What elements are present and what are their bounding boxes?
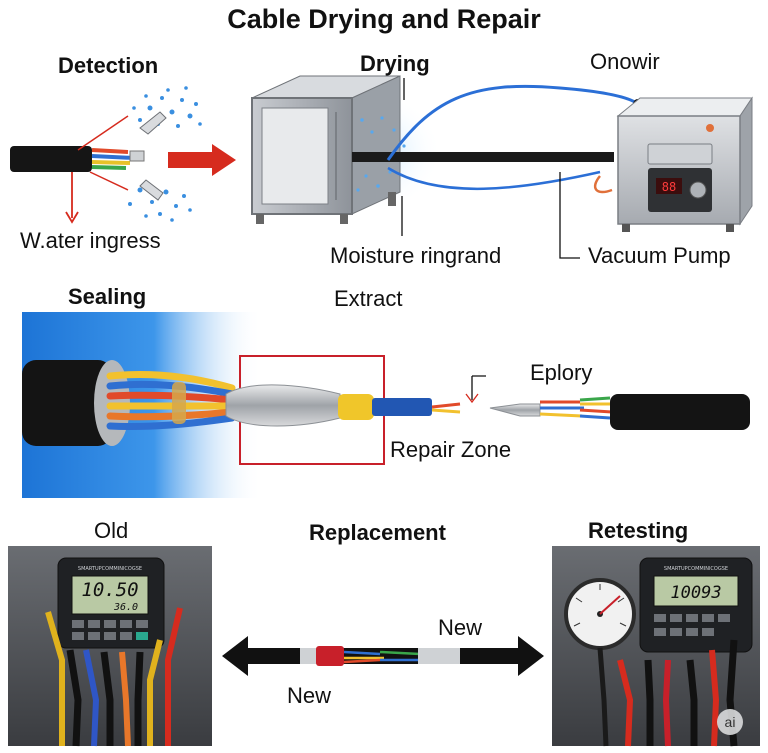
blue-insulation xyxy=(372,398,432,416)
sealed-cable-jacket xyxy=(22,360,112,446)
water-droplets-bottom xyxy=(128,187,192,222)
label-moisture: Moisture ringrand xyxy=(330,243,502,268)
label-old: Old xyxy=(94,518,129,543)
meter-left-header: SMARTUPCOMMINICOGSE xyxy=(78,566,142,572)
drying-chamber-illustration xyxy=(251,75,643,259)
label-onowir: Onowir xyxy=(590,49,660,74)
meter-left-reading-top: 10.50 xyxy=(81,579,138,601)
label-sealing: Sealing xyxy=(68,284,147,309)
probe-bottom-icon xyxy=(139,179,164,201)
sealing-illustration xyxy=(22,312,750,498)
label-water-ingress: W.ater ingress xyxy=(20,228,161,253)
label-repair-zone: Repair Zone xyxy=(390,437,512,462)
label-eplory: Eplory xyxy=(530,360,593,385)
meter-right-reading: 10093 xyxy=(670,583,721,603)
ai-badge-text: ai xyxy=(725,714,736,730)
splice-sleeve xyxy=(225,384,341,427)
retest-photo xyxy=(552,546,760,747)
meter-right-header: SMARTUPCOMMINICOGSE xyxy=(664,566,728,572)
water-droplets-top xyxy=(132,86,202,128)
double-arrow-icon xyxy=(222,636,544,676)
label-new-top: New xyxy=(438,615,483,640)
label-replacement: Replacement xyxy=(309,520,446,545)
vacuum-pump-illustration xyxy=(616,96,753,232)
drying-cable xyxy=(352,152,614,162)
label-retesting: Retesting xyxy=(588,518,689,543)
detection-illustration xyxy=(10,86,236,224)
label-detection: Detection xyxy=(58,53,159,78)
label-extract: Extract xyxy=(334,286,403,311)
meter-left-reading-bottom: 36.0 xyxy=(113,602,138,613)
replacement-illustration xyxy=(222,636,544,676)
label-drying: Drying xyxy=(360,51,430,76)
old-meter-photo xyxy=(8,546,212,747)
right-cable-jacket xyxy=(610,394,750,430)
pump-display: 88 xyxy=(662,180,676,194)
detection-cable xyxy=(10,146,92,172)
page-title: Cable Drying and Repair xyxy=(227,4,541,34)
probe-top-icon xyxy=(139,111,167,135)
arrow-right-icon xyxy=(168,144,236,176)
ai-badge xyxy=(717,709,743,735)
vacuum-hose xyxy=(386,84,639,161)
label-new-bottom: New xyxy=(287,683,332,708)
label-vacuum-pump: Vacuum Pump xyxy=(588,243,731,268)
